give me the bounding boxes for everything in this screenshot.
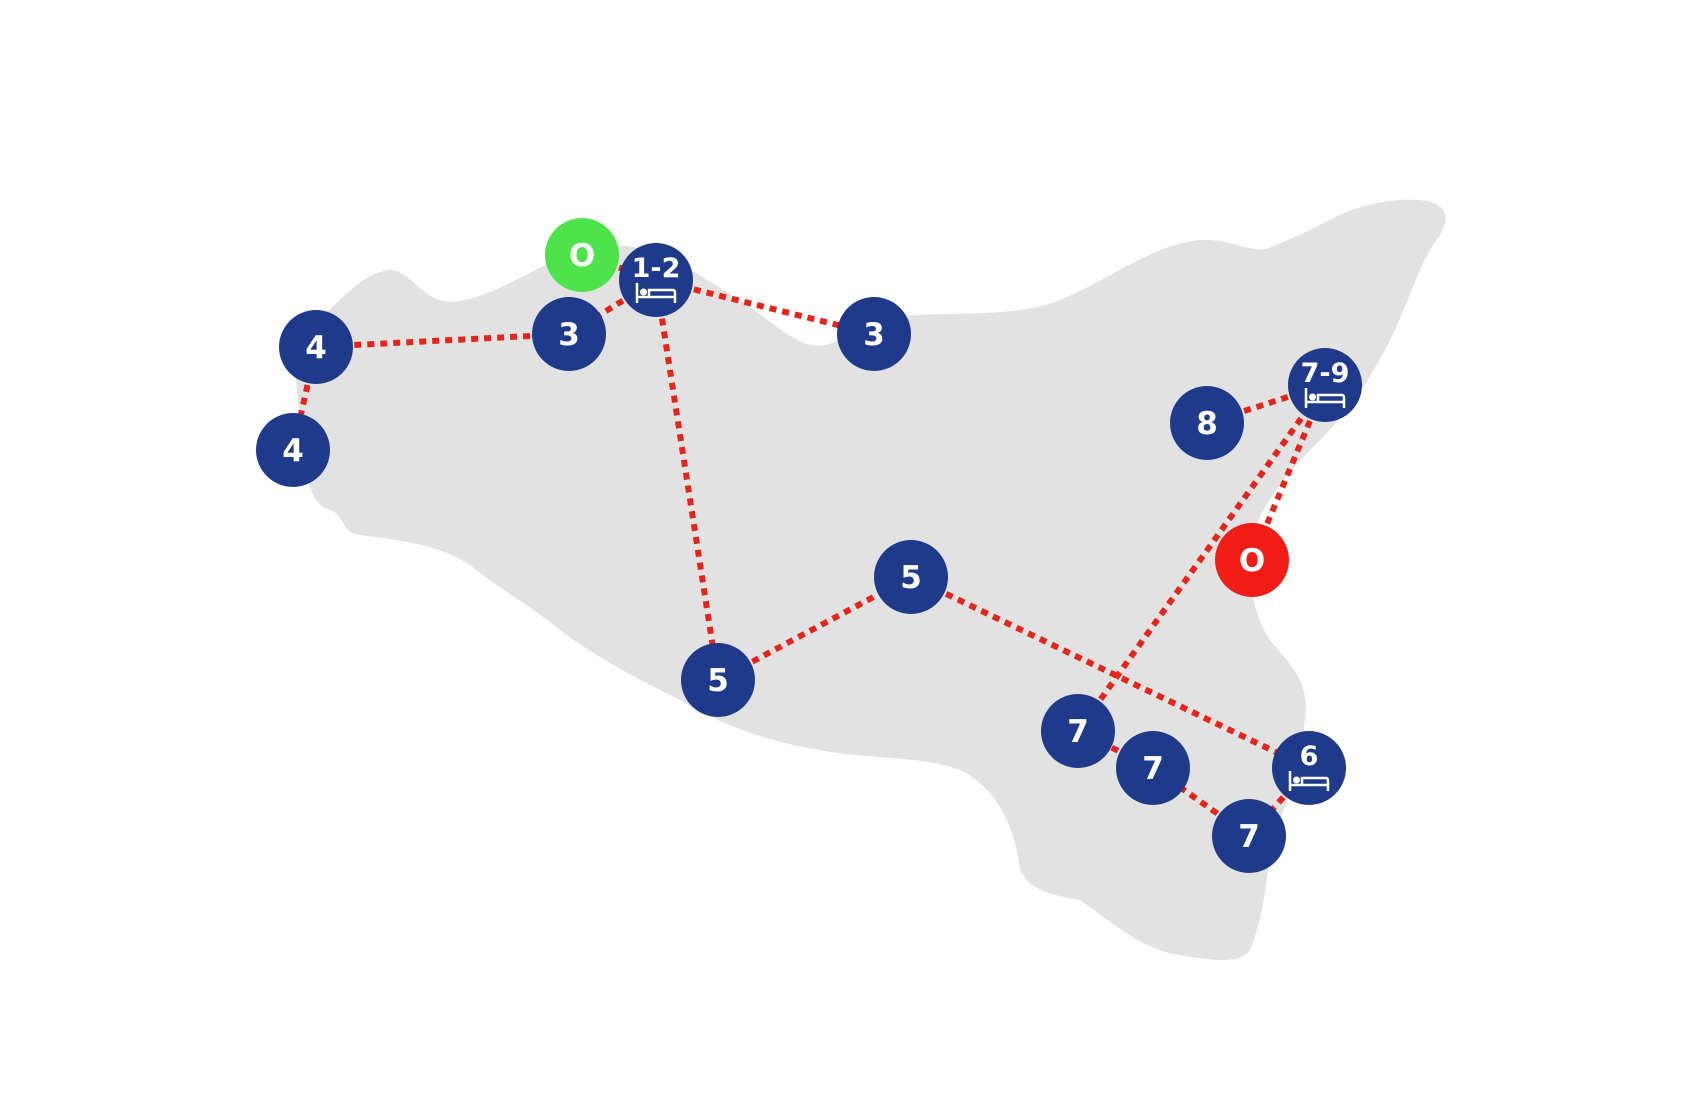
stop-marker-s79[interactable]: 7-9 [1288,348,1362,422]
end-label: O [1239,543,1265,579]
route-leg-s12-s3b [655,277,875,337]
stop-label: 3 [863,317,885,353]
stop-circle [1212,799,1286,873]
stop-label: 1-2 [632,253,681,284]
route-leg-s5b-s6 [909,574,1311,771]
route-leg-s3a-s4a [315,331,570,350]
stop-circle [1116,731,1190,805]
stop-marker-s5a[interactable]: 5 [681,643,755,717]
stop-marker-s7c[interactable]: 7 [1212,799,1286,873]
stop-circle [532,297,606,371]
stop-marker-s8[interactable]: 8 [1170,386,1244,460]
stop-marker-s4b[interactable]: 4 [256,413,330,487]
end-marker-icon[interactable]: O [1215,523,1289,597]
stop-label: 7 [1238,819,1260,855]
stop-marker-s6[interactable]: 6 [1272,731,1346,805]
stop-label: 5 [707,663,729,699]
stop-marker-s3b[interactable]: 3 [837,297,911,371]
stop-marker-s7b[interactable]: 7 [1116,731,1190,805]
stop-label: 4 [305,330,327,366]
stop-marker-s4a[interactable]: 4 [279,310,353,384]
start-marker-icon[interactable]: O [545,218,619,292]
stop-label: 6 [1300,741,1319,772]
route-leg-s7a-s79 [1075,383,1328,733]
bed-icon [1288,771,1330,791]
stop-circle [256,413,330,487]
stop-circle [681,643,755,717]
stop-label: 7 [1142,751,1164,787]
stop-marker-s5b[interactable]: 5 [874,540,948,614]
stop-marker-s12[interactable]: 1-2 [619,243,693,317]
stop-circle [837,297,911,371]
stop-label: 5 [900,560,922,596]
stop-circle [279,310,353,384]
start-circle [545,218,619,292]
bed-icon [1304,388,1346,408]
stop-marker-s7a[interactable]: 7 [1041,694,1115,768]
stop-label: 8 [1196,406,1218,442]
stop-label: 7 [1067,714,1089,750]
stop-label: 7-9 [1301,358,1350,389]
route-leg-s12-s5a [653,279,721,681]
stop-circle [1170,386,1244,460]
bed-icon [635,283,677,303]
start-label: O [569,238,595,274]
stop-circle [874,540,948,614]
end-circle [1215,523,1289,597]
stop-label: 3 [558,317,580,353]
stop-label: 4 [282,433,304,469]
stop-marker-s3a[interactable]: 3 [532,297,606,371]
stop-circle [1041,694,1115,768]
